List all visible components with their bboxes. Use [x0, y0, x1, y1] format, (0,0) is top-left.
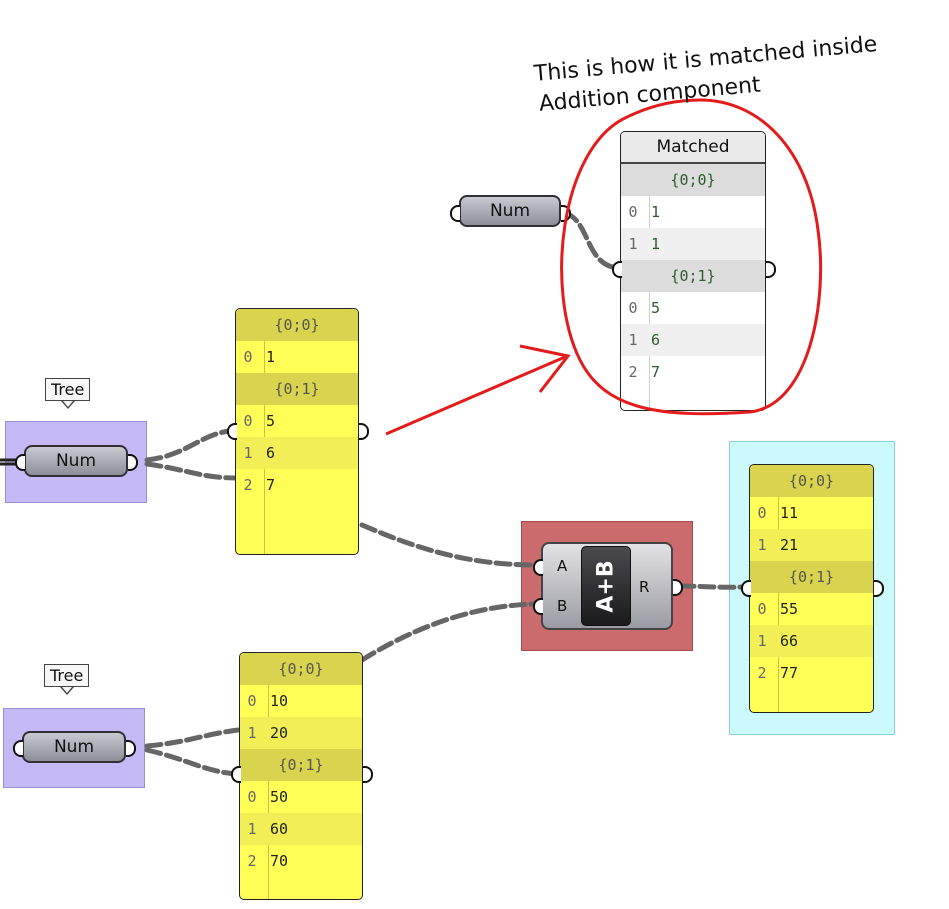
wire-output-r-to-result [677, 583, 745, 590]
wire-panel-a-to-input-a [359, 522, 540, 568]
branch-path: {0;1} [240, 749, 362, 781]
branch-path: {0;1} [621, 260, 765, 292]
num-param-bottom-input-grip[interactable] [13, 740, 23, 757]
wire-num1-panel-a-top [144, 427, 241, 463]
wire-num3-to-matched [562, 210, 621, 271]
wire-num2-panel-b-top [144, 727, 241, 749]
branch-path: {0;0} [750, 465, 873, 497]
num-param-top-output-grip[interactable] [128, 454, 138, 471]
panel-b-input-grip[interactable] [231, 766, 241, 783]
panel-a-output-grip[interactable] [359, 423, 369, 440]
panel-b-output-grip[interactable] [363, 766, 373, 783]
wire-num1-panel-a-bottom [144, 461, 241, 481]
num-param-matched[interactable]: Num [459, 195, 561, 227]
panel-matched-input-grip[interactable] [612, 261, 622, 278]
tree-tag-top: Tree [45, 378, 91, 409]
wire-num2-panel-b-bottom [144, 747, 241, 777]
input-a-label: A [557, 557, 568, 575]
num-param-label: Num [55, 451, 97, 471]
tree-tag-bottom: Tree [44, 664, 90, 695]
branch-path: {0;0} [240, 653, 362, 685]
num-param-bottom[interactable]: Num [22, 731, 126, 763]
addition-component[interactable]: A B A+B R [541, 542, 673, 630]
panel-result-input-grip[interactable] [741, 580, 751, 597]
num-param-matched-input-grip[interactable] [450, 205, 460, 222]
branch-path: {0;1} [236, 373, 358, 405]
branch-path: {0;1} [750, 561, 873, 593]
branch-path: {0;0} [621, 164, 765, 196]
num-param-label: Num [53, 737, 95, 757]
output-r-grip[interactable] [673, 579, 683, 596]
input-b-grip[interactable] [533, 598, 543, 615]
panel-a-input-grip[interactable] [227, 423, 237, 440]
input-a-grip[interactable] [533, 559, 543, 576]
num-param-bottom-output-grip[interactable] [126, 740, 136, 757]
addition-icon: A+B [581, 546, 631, 626]
panel-result-output-grip[interactable] [874, 580, 884, 597]
num-param-label: Num [489, 201, 531, 221]
output-r-label: R [639, 578, 650, 596]
num-param-top[interactable]: Num [24, 445, 128, 477]
branch-path: {0;0} [236, 309, 358, 341]
input-b-label: B [557, 597, 568, 615]
wire-panel-b-to-input-b [359, 601, 540, 663]
num-param-top-input-grip[interactable] [15, 454, 25, 471]
panel-title: Matched [621, 132, 765, 164]
